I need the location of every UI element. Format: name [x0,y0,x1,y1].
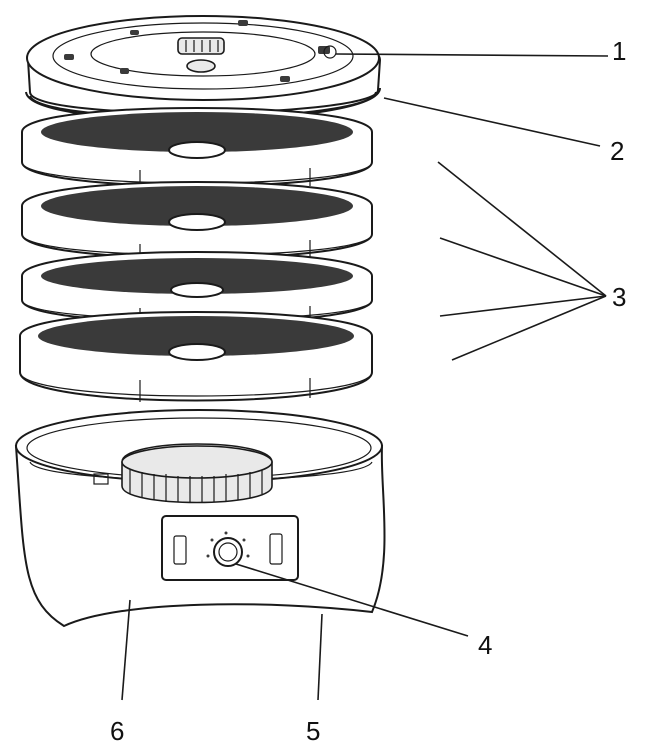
callout-4: 4 [478,630,492,660]
callout-5: 5 [306,716,320,746]
callout-6: 6 [110,716,124,746]
lid [26,15,382,114]
control-knob [213,537,243,567]
tray-stack [19,107,373,402]
base-housing [14,409,386,628]
tray [19,311,373,402]
control-panel [161,515,299,581]
tray [21,251,373,324]
tray [21,107,373,188]
fan-cover [121,443,273,504]
lid-vent-icon [177,37,225,73]
leader-lines [121,53,609,701]
tray [21,181,373,262]
callout-3: 3 [612,282,626,312]
callout-1: 1 [612,36,626,66]
callout-2: 2 [610,136,624,166]
